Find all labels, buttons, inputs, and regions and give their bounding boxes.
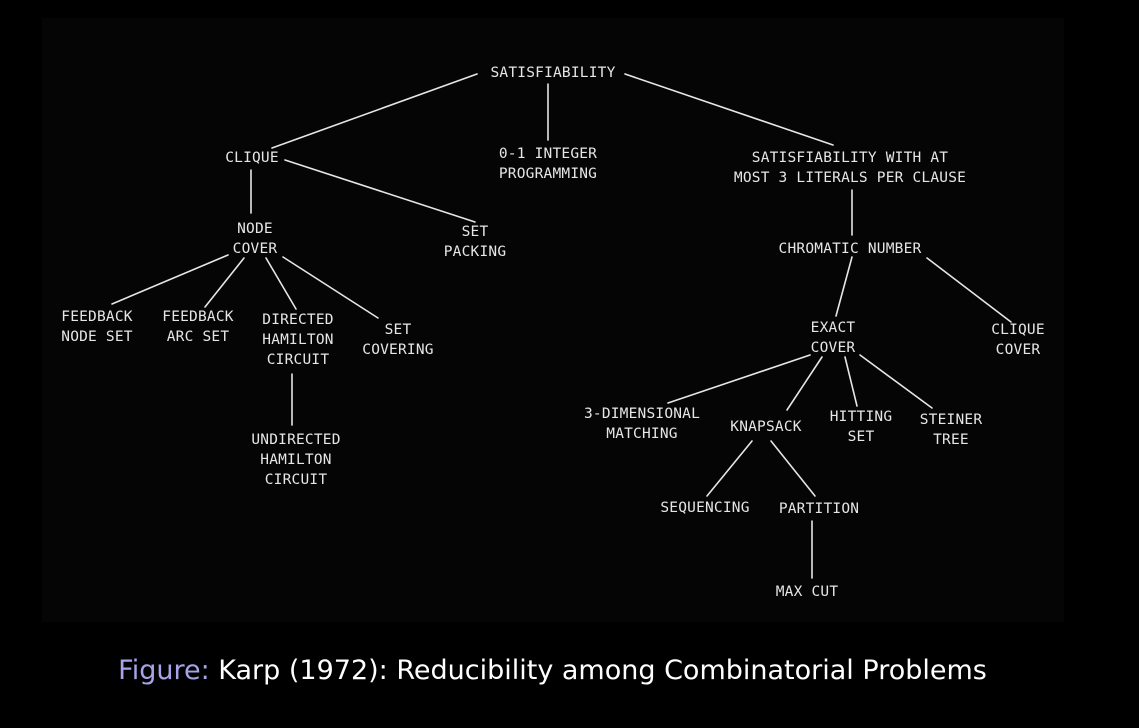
node-label-line: FEEDBACK — [61, 309, 133, 325]
node-label-line: HAMILTON — [262, 332, 333, 348]
node-label-line: EXACT — [811, 320, 856, 336]
node-label-line: DIRECTED — [262, 312, 333, 328]
node-label-line: ARC SET — [167, 329, 230, 345]
edge-satisfiability-to-sat3 — [624, 73, 834, 146]
node-label-line: MOST 3 LITERALS PER CLAUSE — [734, 170, 966, 186]
edge-exact-cover-to-steiner-tree — [859, 354, 933, 409]
node-label-line: STEINER — [920, 412, 983, 428]
node-clique: CLIQUE — [225, 150, 279, 166]
node-knapsack: KNAPSACK — [730, 419, 802, 435]
node-integer-programming: 0-1 INTEGER PROGRAMMING — [499, 146, 597, 182]
node-label-line: HAMILTON — [260, 452, 331, 468]
node-satisfiability: SATISFIABILITY — [490, 65, 615, 81]
edge-knapsack-to-sequencing — [706, 440, 753, 497]
edge-node-cover-to-feedback-arc-set — [204, 257, 245, 308]
node-label-line: PROGRAMMING — [499, 166, 597, 182]
node-label-line: TREE — [933, 432, 969, 448]
node-label-line: UNDIRECTED — [251, 432, 340, 448]
figure-panel — [42, 18, 1064, 622]
node-label-line: SET — [848, 429, 875, 445]
figure-caption: Figure: Karp (1972): Reducibility among … — [0, 655, 1105, 686]
edge-exact-cover-to-three-dimensional-matching — [667, 354, 811, 404]
node-exact-cover: EXACT COVER — [811, 320, 856, 356]
node-label-line: SATISFIABILITY — [490, 65, 615, 81]
node-feedback-arc-set: FEEDBACK ARC SET — [162, 309, 234, 345]
node-label-line: SET — [385, 322, 412, 338]
node-label-line: COVER — [811, 340, 856, 356]
node-label-line: COVER — [233, 241, 278, 257]
node-label-line: COVERING — [362, 342, 433, 358]
node-directed-hamilton-circuit: DIRECTED HAMILTON CIRCUIT — [262, 312, 333, 368]
edge-node-cover-to-directed-hamilton-circuit — [265, 257, 297, 310]
node-sat3: SATISFIABILITY WITH AT MOST 3 LITERALS PE… — [734, 150, 966, 186]
edge-node-cover-to-set-covering — [282, 256, 379, 319]
node-label-line: SET — [462, 224, 489, 240]
node-label-line: MAX CUT — [776, 584, 839, 600]
node-chromatic-number: CHROMATIC NUMBER — [779, 241, 922, 257]
edge-exact-cover-to-knapsack — [786, 356, 823, 411]
node-hitting-set: HITTING SET — [830, 409, 893, 445]
node-clique-cover: CLIQUE COVER — [991, 322, 1045, 358]
node-label-line: CLIQUE — [991, 322, 1045, 338]
node-label-line: NODE SET — [61, 329, 133, 345]
node-partition: PARTITION — [779, 501, 859, 517]
node-set-covering: SET COVERING — [362, 322, 433, 358]
edge-exact-cover-to-hitting-set — [844, 356, 858, 407]
node-label-line: NODE — [237, 221, 273, 237]
node-set-packing: SET PACKING — [444, 224, 507, 260]
node-label-line: FEEDBACK — [162, 309, 234, 325]
caption-label: Figure: — [118, 655, 210, 686]
nodes-layer: SATISFIABILITY CLIQUE 0-1 INTEGER PROGRAMMI… — [61, 65, 1045, 600]
node-label-line: CIRCUIT — [267, 352, 330, 368]
node-label-line: COVER — [996, 342, 1041, 358]
node-label-line: CIRCUIT — [265, 472, 328, 488]
node-label-line: CHROMATIC NUMBER — [779, 241, 922, 257]
edge-clique-to-set-packing — [284, 159, 476, 223]
node-three-dimensional-matching: 3-DIMENSIONAL MATCHING — [584, 406, 700, 442]
node-sequencing: SEQUENCING — [660, 500, 749, 516]
edge-chromatic-number-to-clique-cover — [926, 257, 1012, 323]
node-steiner-tree: STEINER TREE — [920, 412, 983, 448]
node-label-line: SEQUENCING — [660, 500, 749, 516]
node-label-line: SATISFIABILITY WITH AT — [752, 150, 949, 166]
caption-text: Karp (1972): Reducibility among Combinat… — [218, 655, 987, 686]
edges-layer — [111, 73, 1012, 579]
node-label-line: PARTITION — [779, 501, 859, 517]
edge-knapsack-to-partition — [770, 440, 816, 497]
node-label-line: KNAPSACK — [730, 419, 802, 435]
edge-chromatic-number-to-exact-cover — [835, 256, 853, 317]
node-max-cut: MAX CUT — [776, 584, 839, 600]
node-label-line: 0-1 INTEGER — [499, 146, 597, 162]
node-label-line: CLIQUE — [225, 150, 279, 166]
node-node-cover: NODE COVER — [233, 221, 278, 257]
node-label-line: 3-DIMENSIONAL — [584, 406, 700, 422]
node-feedback-node-set: FEEDBACK NODE SET — [61, 309, 133, 345]
node-label-line: MATCHING — [606, 426, 677, 442]
node-undirected-hamilton-circuit: UNDIRECTED HAMILTON CIRCUIT — [251, 432, 340, 488]
edge-node-cover-to-feedback-node-set — [111, 254, 229, 305]
node-label-line: PACKING — [444, 244, 507, 260]
node-label-line: HITTING — [830, 409, 893, 425]
edge-satisfiability-to-clique — [271, 73, 478, 149]
